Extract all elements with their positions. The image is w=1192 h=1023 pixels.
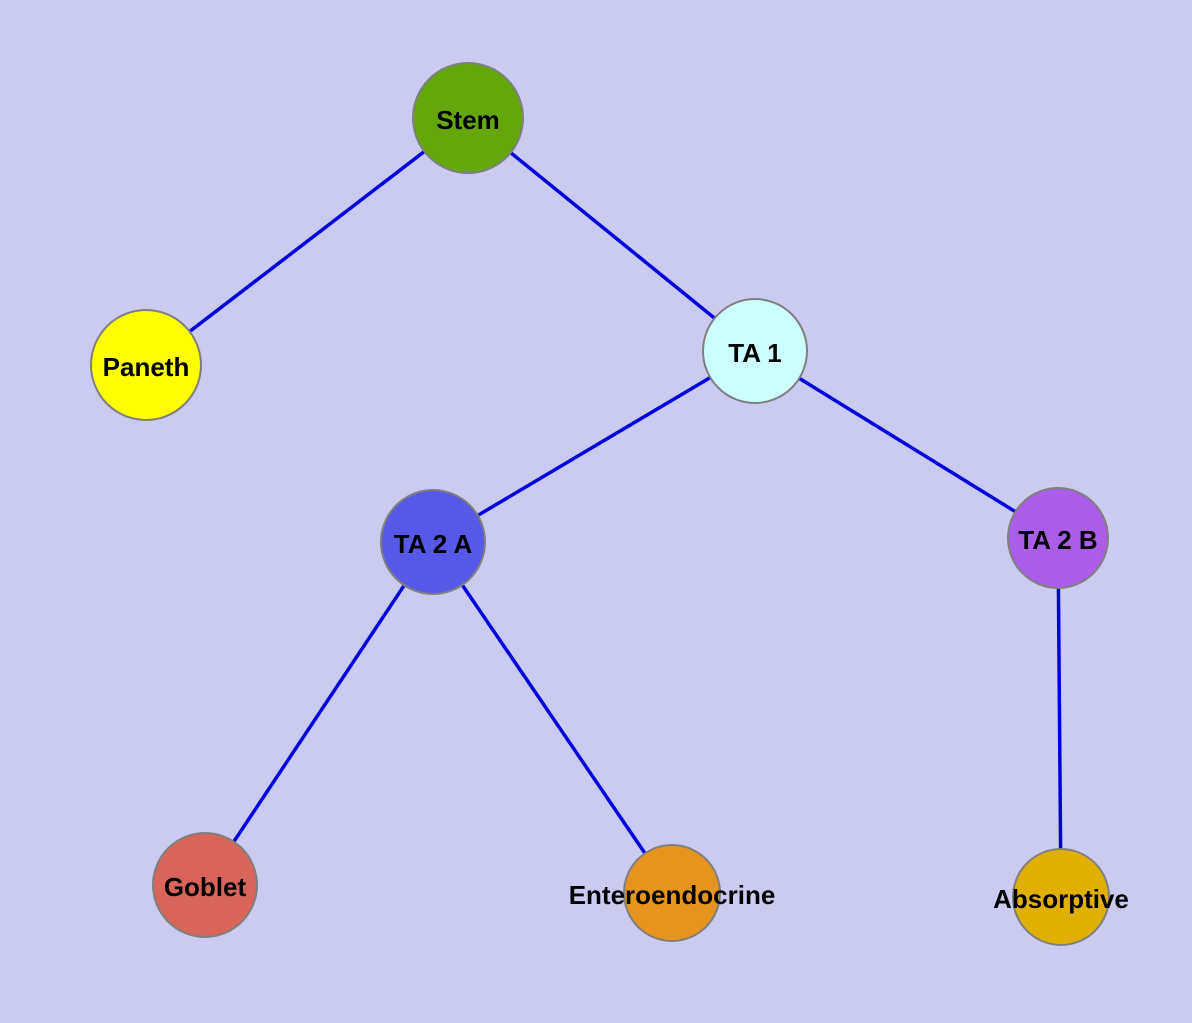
node-circle-absorptive[interactable] <box>1012 848 1110 946</box>
node-ta2b[interactable]: TA 2 B <box>1007 487 1109 589</box>
node-circle-ta2a[interactable] <box>380 489 486 595</box>
node-circle-goblet[interactable] <box>152 832 258 938</box>
edge-stem-ta1 <box>466 116 757 353</box>
edge-ta1-ta2b <box>754 349 1059 540</box>
edge-stem-paneth <box>144 116 470 367</box>
edges-layer <box>144 116 1063 898</box>
node-goblet[interactable]: Goblet <box>152 832 258 938</box>
node-stem[interactable]: Stem <box>412 62 524 174</box>
node-ta1[interactable]: TA 1 <box>702 298 808 404</box>
edge-ta2a-goblet <box>203 541 435 886</box>
node-circle-ta1[interactable] <box>702 298 808 404</box>
edge-ta2b-absorptive <box>1056 537 1063 898</box>
node-circle-stem[interactable] <box>412 62 524 174</box>
edge-ta1-ta2a <box>432 349 756 544</box>
node-paneth[interactable]: Paneth <box>90 309 202 421</box>
edge-ta2a-enteroendocrine <box>431 541 674 894</box>
node-circle-ta2b[interactable] <box>1007 487 1109 589</box>
node-circle-paneth[interactable] <box>90 309 202 421</box>
node-circle-enteroendocrine[interactable] <box>623 844 721 942</box>
node-ta2a[interactable]: TA 2 A <box>380 489 486 595</box>
